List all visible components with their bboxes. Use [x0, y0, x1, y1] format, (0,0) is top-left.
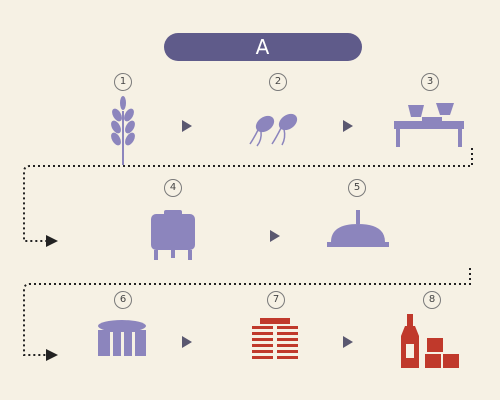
- fermentation-vat-icon: [98, 320, 146, 356]
- aging-rack-icon: [252, 318, 298, 360]
- step-number-7: 7: [267, 291, 285, 309]
- mash-tank-icon: [151, 210, 195, 260]
- step-number-2: 2: [269, 73, 287, 91]
- step-number-4: 4: [164, 179, 182, 197]
- lauter-tun-icon: [327, 210, 389, 247]
- arrow-1-to-2: [182, 120, 192, 132]
- connector-row2-row3: [23, 268, 471, 356]
- step-number-3: 3: [421, 73, 439, 91]
- wheat-icon: [111, 96, 135, 165]
- step-number-1: 1: [114, 73, 132, 91]
- diagram-title: A: [164, 33, 362, 61]
- step-number-6: 6: [114, 291, 132, 309]
- step-number-5: 5: [348, 179, 366, 197]
- connector-arrowhead-2: [46, 349, 58, 361]
- sprouted-grain-icon: [249, 113, 298, 147]
- connector-arrowhead-1: [46, 235, 58, 247]
- arrow-6-to-7: [182, 336, 192, 348]
- arrow-2-to-3: [343, 120, 353, 132]
- connector-row1-row2: [23, 148, 473, 242]
- mill-icon: [394, 103, 464, 147]
- arrow-7-to-8: [343, 336, 353, 348]
- arrow-4-to-5: [270, 230, 280, 242]
- bottle-and-boxes-icon: [401, 314, 459, 368]
- step-number-8: 8: [423, 291, 441, 309]
